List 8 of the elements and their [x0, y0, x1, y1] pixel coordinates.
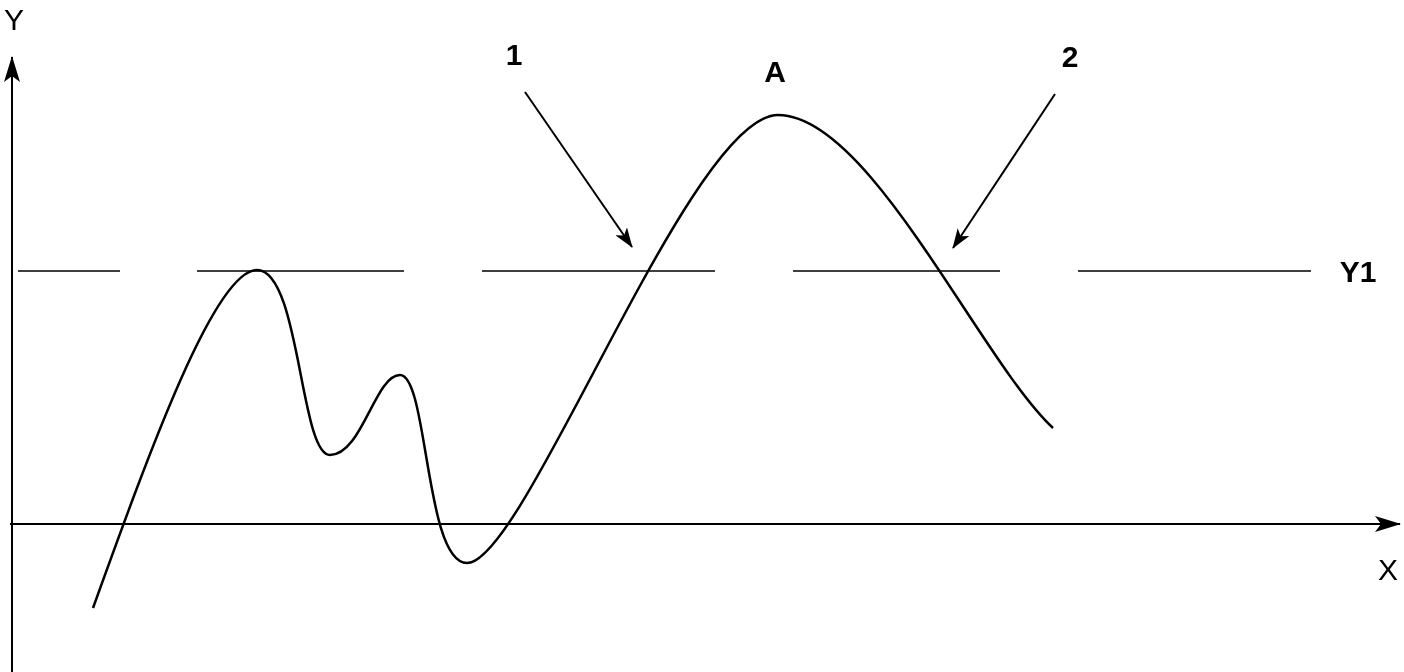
leader-arrow — [524, 91, 633, 248]
axis-label: X — [1378, 555, 1398, 585]
callout-number: 1 — [505, 40, 523, 70]
threshold-label: Y1 — [1339, 257, 1377, 287]
callout-number: 2 — [1061, 42, 1079, 72]
axis-label: Y — [4, 5, 24, 35]
peak-label: A — [764, 57, 786, 87]
leader-arrow — [952, 93, 1056, 249]
